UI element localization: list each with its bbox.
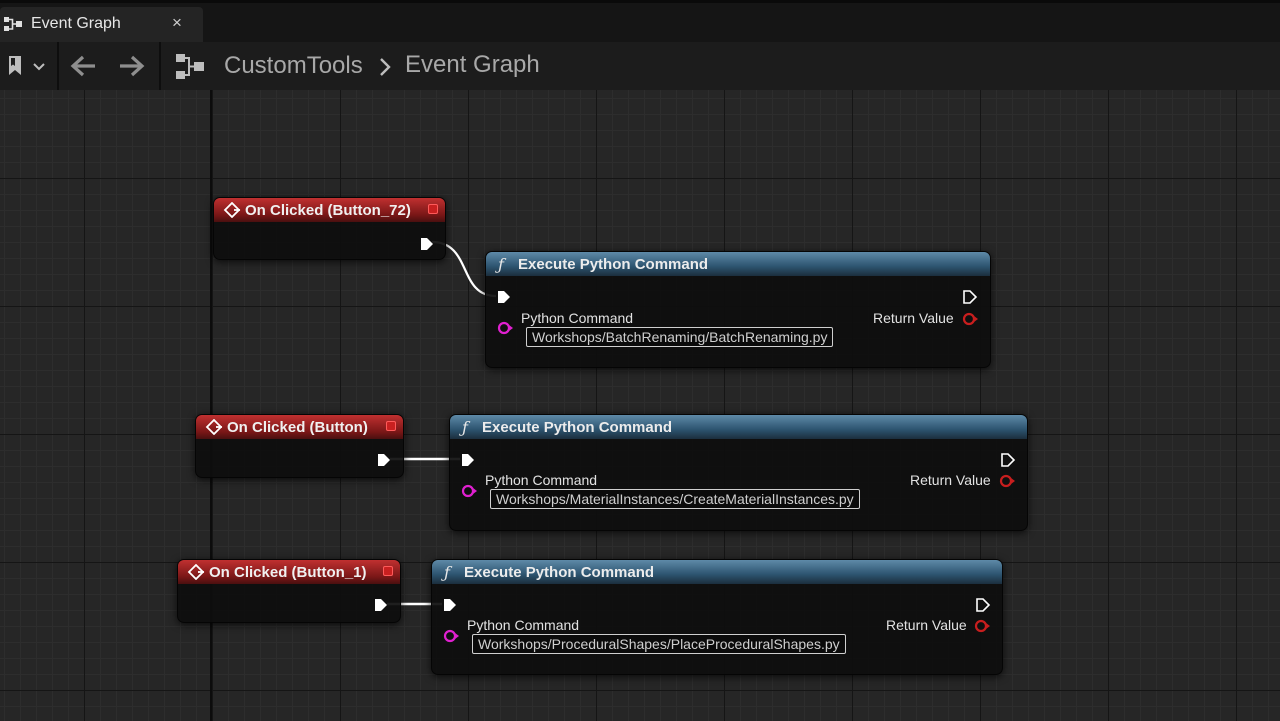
function-node[interactable]: ƒ Execute Python Command Python Command … (431, 559, 1003, 675)
string-input-pin[interactable] (497, 321, 515, 335)
toolbar-separator (159, 42, 161, 90)
event-node-title: On Clicked (Button_1) (209, 564, 367, 581)
event-graph-canvas[interactable]: On Clicked (Button_72) ƒ Execute Python … (0, 90, 1280, 721)
bookmark-icon[interactable] (6, 54, 46, 78)
string-input-pin[interactable] (443, 629, 461, 643)
return-value-label: Return Value (886, 617, 967, 633)
function-node[interactable]: ƒ Execute Python Command Python Command … (449, 414, 1028, 531)
toolbar-separator (57, 42, 59, 90)
exec-in-pin[interactable] (496, 289, 512, 305)
tab-bar-border (0, 0, 1280, 3)
event-node-header: On Clicked (Button) (196, 415, 403, 439)
return-value-label: Return Value (873, 310, 954, 326)
exec-out-pin[interactable] (373, 597, 389, 613)
event-node-title: On Clicked (Button) (227, 419, 368, 436)
function-node-header: ƒ Execute Python Command (450, 415, 1027, 439)
delegate-pin-icon[interactable] (428, 204, 438, 214)
function-icon: ƒ (462, 418, 468, 437)
chevron-right-icon (380, 58, 391, 76)
exec-out-pin[interactable] (1000, 452, 1016, 468)
exec-out-pin[interactable] (962, 289, 978, 305)
event-node-header: On Clicked (Button_1) (178, 560, 400, 584)
event-diamond-icon (205, 419, 223, 435)
python-command-label: Python Command (521, 310, 634, 326)
python-command-field[interactable]: Workshops/BatchRenaming/BatchRenaming.py (526, 327, 834, 347)
function-node-title: Execute Python Command (518, 256, 709, 273)
breadcrumb-current[interactable]: Event Graph (405, 51, 540, 78)
event-diamond-icon (223, 202, 241, 218)
event-diamond-icon (187, 564, 205, 580)
bool-output-pin[interactable] (961, 312, 979, 326)
tab-bar: Event Graph × (0, 0, 1280, 42)
function-node[interactable]: ƒ Execute Python Command Python Command … (485, 251, 991, 368)
bool-output-pin[interactable] (973, 619, 991, 633)
tab-event-graph[interactable]: Event Graph × (0, 7, 203, 42)
function-icon: ƒ (444, 563, 450, 582)
event-node-title: On Clicked (Button_72) (245, 202, 411, 219)
event-node[interactable]: On Clicked (Button) (195, 414, 404, 478)
graph-toolbar: CustomTools Event Graph (0, 42, 1280, 90)
delegate-pin-icon[interactable] (386, 421, 396, 431)
function-node-title: Execute Python Command (482, 419, 673, 436)
exec-out-pin[interactable] (419, 236, 435, 252)
event-node[interactable]: On Clicked (Button_1) (177, 559, 401, 623)
bool-output-pin[interactable] (998, 474, 1016, 488)
python-command-field[interactable]: Workshops/ProceduralShapes/PlaceProcedur… (472, 634, 846, 654)
event-node[interactable]: On Clicked (Button_72) (213, 197, 446, 260)
python-command-label: Python Command (467, 617, 580, 633)
delegate-pin-icon[interactable] (383, 566, 393, 576)
exec-out-pin[interactable] (975, 597, 991, 613)
function-node-header: ƒ Execute Python Command (432, 560, 1002, 584)
blueprint-graph-icon (176, 54, 204, 79)
function-icon: ƒ (498, 255, 504, 274)
python-command-label: Python Command (485, 472, 598, 488)
arrow-right-icon[interactable] (117, 53, 147, 79)
close-icon[interactable]: × (172, 13, 182, 32)
breadcrumb-root[interactable]: CustomTools (224, 52, 363, 79)
tab-label: Event Graph (31, 15, 121, 32)
graph-origin-line (210, 90, 212, 721)
function-node-title: Execute Python Command (464, 564, 655, 581)
function-node-header: ƒ Execute Python Command (486, 252, 990, 276)
return-value-label: Return Value (910, 472, 991, 488)
string-input-pin[interactable] (461, 484, 479, 498)
exec-out-pin[interactable] (376, 452, 392, 468)
arrow-left-icon[interactable] (68, 53, 98, 79)
python-command-field[interactable]: Workshops/MaterialInstances/CreateMateri… (490, 489, 860, 509)
blueprint-graph-icon (4, 17, 22, 31)
exec-in-pin[interactable] (460, 452, 476, 468)
event-node-header: On Clicked (Button_72) (214, 198, 445, 222)
exec-in-pin[interactable] (442, 597, 458, 613)
